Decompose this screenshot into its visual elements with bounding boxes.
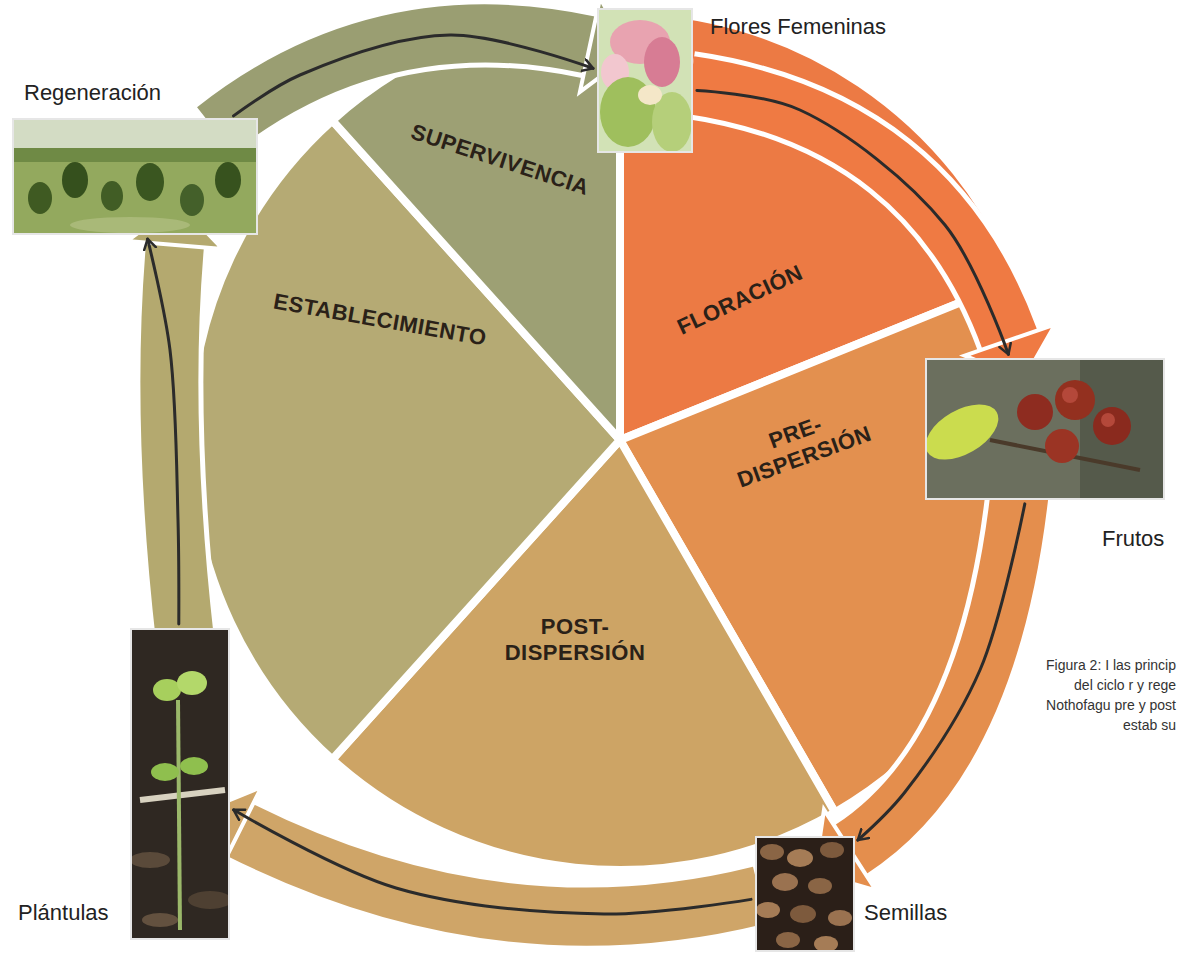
figure-caption: Figura 2: I las princip del ciclo r y re… bbox=[1038, 655, 1176, 735]
fruit bbox=[1055, 380, 1095, 420]
photo-ground bbox=[597, 8, 693, 153]
photo-frame: Frutos bbox=[925, 358, 1165, 500]
photo-tree bbox=[136, 163, 164, 201]
cotyledon bbox=[151, 763, 179, 781]
supervivencia-band bbox=[215, 33, 590, 130]
seedling-leaf bbox=[153, 679, 181, 701]
fruits-photo bbox=[925, 358, 1165, 500]
stage-sector: SUPERVIVENCIA bbox=[408, 119, 593, 201]
stage-sector: FLORACIÓN bbox=[673, 260, 807, 341]
photo-tree bbox=[101, 181, 123, 211]
photo-ground bbox=[755, 836, 855, 952]
seedling-photo bbox=[130, 628, 230, 940]
fruit-highlight bbox=[1101, 413, 1115, 427]
seedling-leaf bbox=[177, 671, 207, 695]
seed bbox=[787, 849, 813, 867]
fruit bbox=[1017, 394, 1053, 430]
cycle-arrow bbox=[697, 90, 1009, 354]
photo-ground bbox=[12, 118, 258, 235]
stage-sector: POST- DISPERSIÓN bbox=[505, 614, 646, 666]
stage-label: PRE- DISPERSIÓN bbox=[725, 397, 875, 494]
seed bbox=[808, 878, 832, 894]
leaf-litter bbox=[142, 913, 178, 927]
flower-petal bbox=[644, 37, 680, 87]
photo-tree bbox=[215, 162, 241, 198]
female-flowers-photo bbox=[597, 8, 693, 153]
photo-tree bbox=[62, 162, 88, 198]
stage-label: POST- DISPERSIÓN bbox=[505, 614, 646, 666]
cycle-arrow bbox=[234, 810, 751, 914]
band-outline bbox=[240, 830, 760, 917]
leaf bbox=[925, 393, 1008, 471]
fruit bbox=[1093, 407, 1131, 445]
seed bbox=[756, 902, 780, 918]
band-outline bbox=[850, 490, 1020, 850]
post-dispersion-band bbox=[240, 830, 760, 917]
photo-frame: Plántulas bbox=[130, 628, 230, 940]
ring-arrows bbox=[127, 0, 1055, 917]
photo-field bbox=[12, 162, 258, 235]
cycle-arrow bbox=[858, 504, 1025, 840]
seed bbox=[820, 842, 844, 858]
flower-stigma bbox=[638, 85, 662, 105]
stage-label: FLORACIÓN bbox=[673, 260, 807, 341]
leaf-litter bbox=[188, 891, 230, 909]
seeds-photo bbox=[755, 836, 855, 952]
photo-label: Flores Femeninas bbox=[710, 14, 886, 40]
band-outline bbox=[215, 33, 590, 130]
seed bbox=[772, 873, 798, 891]
photo-frame: Semillas bbox=[755, 836, 855, 952]
photo-label: Semillas bbox=[864, 900, 947, 926]
stage-label: ESTABLECIMIENTO bbox=[272, 288, 489, 351]
pre-dispersion-band bbox=[850, 490, 1020, 850]
seed bbox=[828, 910, 852, 926]
photo-tree bbox=[28, 182, 52, 214]
photo-label: Frutos bbox=[1102, 526, 1164, 552]
cotyledon bbox=[180, 757, 208, 775]
seed bbox=[760, 844, 784, 860]
stage-sector: ESTABLECIMIENTO bbox=[272, 288, 489, 351]
photo-label: Regeneración bbox=[24, 80, 161, 106]
photo-frame: Flores Femeninas bbox=[597, 8, 693, 153]
regeneration-photo bbox=[12, 118, 258, 235]
fruit bbox=[1045, 429, 1079, 463]
photo-grass bbox=[70, 217, 190, 233]
photo-shadow bbox=[1080, 358, 1165, 500]
fruit-highlight bbox=[1062, 387, 1078, 403]
stage-sector: PRE- DISPERSIÓN bbox=[725, 397, 875, 494]
photo-frame: Regeneración bbox=[12, 118, 258, 235]
twig bbox=[140, 790, 225, 800]
leaf-litter bbox=[130, 852, 170, 868]
seed bbox=[776, 932, 800, 948]
seed bbox=[790, 905, 816, 923]
photo-treeline bbox=[12, 148, 258, 162]
photo-label: Plántulas bbox=[18, 900, 109, 926]
stage-label: SUPERVIVENCIA bbox=[408, 119, 593, 201]
seedling-stem bbox=[178, 700, 180, 930]
seed bbox=[814, 936, 838, 952]
cycle-arrow bbox=[234, 35, 594, 116]
photo-sky bbox=[12, 118, 258, 152]
stage-wedges bbox=[190, 10, 1050, 870]
cycle-arrow bbox=[148, 239, 179, 624]
photo-tree bbox=[180, 184, 204, 216]
